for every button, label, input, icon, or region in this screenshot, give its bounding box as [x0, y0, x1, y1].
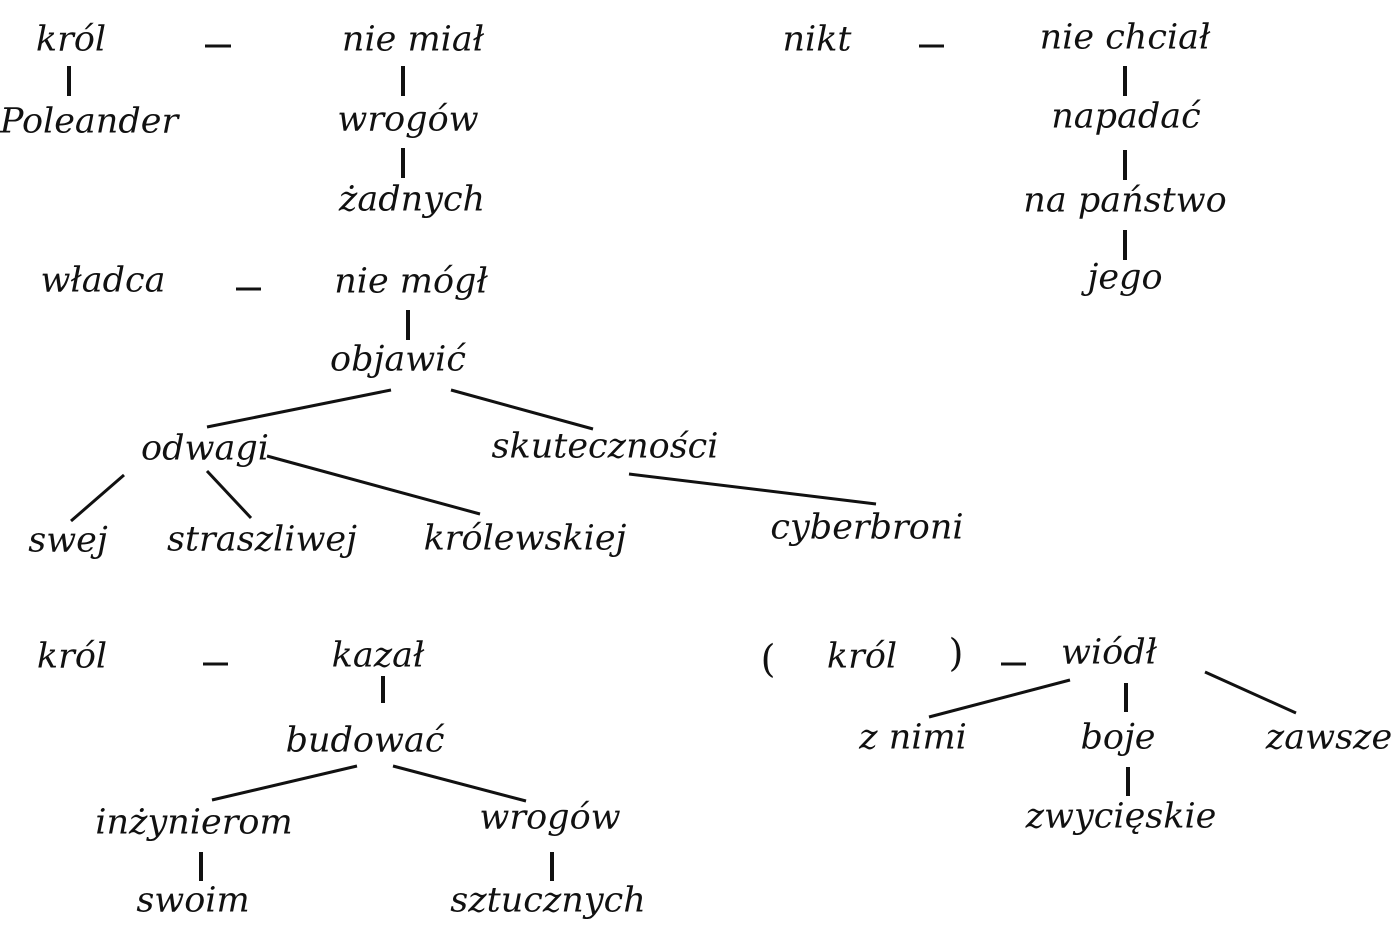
t5-object-modifier: zwycięskie [1025, 796, 1217, 837]
t3-modifier-cyberbroni: cyberbroni [770, 507, 964, 548]
edge-objawic-skutecznosci [450, 388, 594, 431]
edge-budowac-inzynierom [211, 764, 358, 802]
t3-object-1: odwagi [141, 428, 269, 469]
t5-adverbial-2: zawsze [1265, 717, 1391, 758]
t2-predicate: nie chciał [1039, 17, 1211, 58]
t4-object-2-modifier: sztucznych [450, 880, 646, 921]
t1-object: wrogów [337, 99, 479, 140]
t4-object-2: wrogów [479, 797, 621, 838]
t5-paren-close: ) [948, 631, 964, 675]
edge-objawic-odwagi [206, 388, 392, 429]
edge-skutecznosci-cyberbroni [628, 472, 877, 506]
t5-adverbial-1: z nimi [859, 717, 967, 758]
t1-object-modifier: żadnych [338, 179, 486, 220]
t3-modifier-straszliwej: straszliwej [167, 519, 357, 560]
t3-modifier-krolewskiej: królewskiej [423, 518, 627, 559]
t2-object: na państwo [1023, 180, 1227, 221]
t5-object: boje [1080, 717, 1156, 758]
t3-modifier-swej: swej [28, 520, 108, 561]
t3-infinitive: objawić [330, 339, 466, 380]
t1-predicate: nie miał [341, 19, 485, 60]
t4-object-1: inżynierom [95, 802, 293, 843]
edge-budowac-wrogow [392, 764, 527, 803]
t3-subject: władca [40, 260, 166, 301]
t5-subject: król [826, 636, 898, 677]
edge-odwagi-krolewskiej [266, 454, 481, 516]
t3-predicate: nie mógł [334, 261, 488, 302]
t5-predicate: wiódł [1061, 632, 1157, 673]
edge-wiodl-znimi [928, 678, 1071, 719]
t4-subject: król [36, 636, 108, 677]
edge-wiodl-zawsze [1204, 670, 1297, 715]
edge-odwagi-swej [70, 473, 125, 523]
t4-infinitive: budować [285, 720, 445, 761]
t3-object-2: skuteczności [491, 426, 719, 467]
t2-object-modifier: jego [1087, 257, 1163, 298]
t2-infinitive: napadać [1051, 96, 1201, 137]
edge-odwagi-straszliwej [205, 469, 253, 520]
t4-object-1-modifier: swoim [136, 880, 250, 921]
t4-predicate: kazał [331, 635, 425, 676]
t2-subject: nikt [782, 19, 852, 60]
t1-subject: król [35, 19, 107, 60]
t1-subject-modifier: Poleander [0, 101, 179, 142]
t5-paren-open: ( [760, 637, 776, 681]
